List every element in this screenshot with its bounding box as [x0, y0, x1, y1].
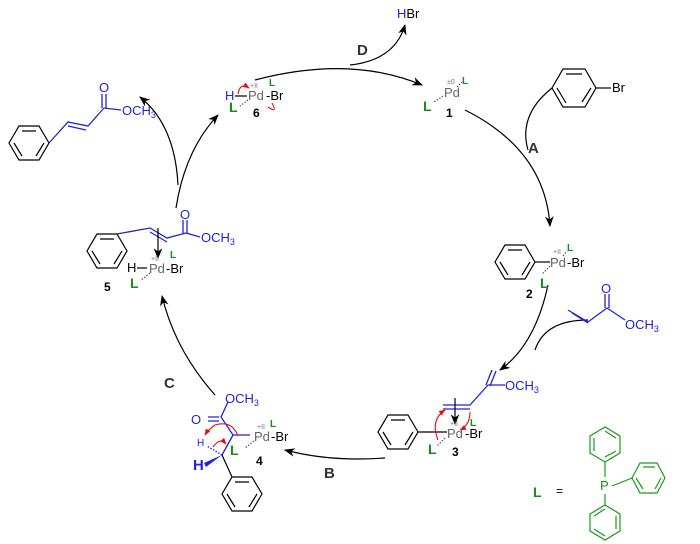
svg-text:+II: +II — [450, 421, 458, 428]
hbr-product: HBr — [397, 6, 420, 21]
compound-6: H +II Pd -Br L L 6 — [225, 78, 284, 120]
step-label-A: A — [528, 140, 539, 157]
svg-text:Pd: Pd — [254, 429, 270, 444]
compound-5: O OCH3 H +II Pd -Br L L 5 — [86, 207, 235, 294]
svg-text:O: O — [99, 80, 109, 95]
svg-text:Pd: Pd — [550, 255, 566, 270]
svg-text:O: O — [601, 281, 611, 296]
svg-text:-Br: -Br — [465, 426, 483, 441]
svg-text:L: L — [230, 442, 239, 458]
ligand-legend: L = P — [533, 426, 666, 541]
compound-number-6: 6 — [253, 106, 260, 120]
svg-text:L: L — [269, 78, 275, 89]
bromobenzene: Br — [551, 68, 626, 108]
arrow-B — [283, 448, 386, 460]
svg-text:L: L — [130, 275, 139, 291]
svg-text:H: H — [127, 260, 136, 275]
svg-text:OCH3: OCH3 — [505, 378, 539, 395]
svg-text:OCH3: OCH3 — [122, 103, 156, 120]
svg-text:-Br: -Br — [567, 255, 585, 270]
svg-text:O: O — [180, 207, 190, 222]
arrow-D — [254, 68, 423, 86]
svg-text:L: L — [229, 99, 238, 115]
svg-text:+II: +II — [553, 249, 561, 256]
svg-text:Br: Br — [612, 80, 626, 95]
arrow-acrylate-in — [534, 319, 589, 351]
svg-text:L: L — [462, 76, 468, 87]
svg-text:O: O — [191, 412, 201, 427]
compound-3: OCH3 +II Pd -Br L L 3 — [377, 369, 539, 459]
svg-text:H: H — [197, 438, 204, 449]
svg-text:H: H — [193, 457, 204, 474]
svg-text:L: L — [540, 275, 549, 291]
compound-number-1: 1 — [446, 106, 453, 120]
arrow-bromobenzene-in — [525, 87, 553, 151]
step-label-B: B — [324, 465, 335, 482]
svg-text:OCH3: OCH3 — [625, 317, 659, 334]
svg-text:P: P — [600, 478, 609, 493]
svg-text:L: L — [567, 243, 573, 254]
svg-text:±0: ±0 — [447, 79, 455, 86]
compound-4: OCH3 O H H +II Pd -Br L L 4 — [191, 391, 289, 512]
compound-1: ±0 Pd L L 1 — [423, 76, 468, 120]
svg-text:OCH3: OCH3 — [225, 391, 259, 408]
compound-number-5: 5 — [104, 280, 111, 294]
cycle-arrows — [139, 23, 589, 460]
svg-text:-Br: -Br — [266, 88, 284, 103]
svg-text:L: L — [533, 484, 542, 500]
svg-text:-Br: -Br — [166, 261, 184, 276]
svg-text:L: L — [428, 441, 437, 457]
svg-text:+II: +II — [250, 83, 258, 90]
svg-text:Pd: Pd — [149, 261, 165, 276]
svg-text:+II: +II — [257, 424, 265, 431]
svg-text:L: L — [423, 98, 432, 114]
arrow-cinnamate-out — [139, 96, 179, 186]
compound-number-2: 2 — [526, 287, 533, 301]
svg-text:L: L — [170, 250, 176, 261]
svg-text:+II: +II — [151, 256, 159, 263]
svg-text:-Br: -Br — [271, 429, 289, 444]
svg-text:Pd: Pd — [444, 85, 460, 100]
methyl-acrylate: O OCH3 — [567, 281, 659, 334]
svg-text:H: H — [225, 88, 234, 103]
svg-text:L: L — [270, 419, 276, 430]
arrow-HBr-release — [349, 23, 407, 66]
compound-number-4: 4 — [256, 454, 263, 468]
arrow-A — [464, 109, 554, 228]
svg-text:L: L — [470, 418, 476, 429]
arrow-C — [160, 294, 216, 396]
step-label-C: C — [164, 375, 175, 392]
arrow-2-to-3 — [499, 284, 549, 371]
compound-number-3: 3 — [452, 445, 459, 459]
compound-2: +II Pd -Br L L 2 — [494, 243, 585, 301]
step-label-D: D — [357, 42, 368, 59]
svg-text:=: = — [556, 484, 563, 498]
svg-text:HBr: HBr — [397, 6, 420, 21]
svg-text:OCH3: OCH3 — [201, 230, 235, 247]
svg-text:Pd: Pd — [447, 426, 463, 441]
methyl-cinnamate: O OCH3 — [8, 80, 156, 161]
arrow-5-to-6 — [175, 114, 219, 209]
svg-text:Pd: Pd — [248, 88, 264, 103]
